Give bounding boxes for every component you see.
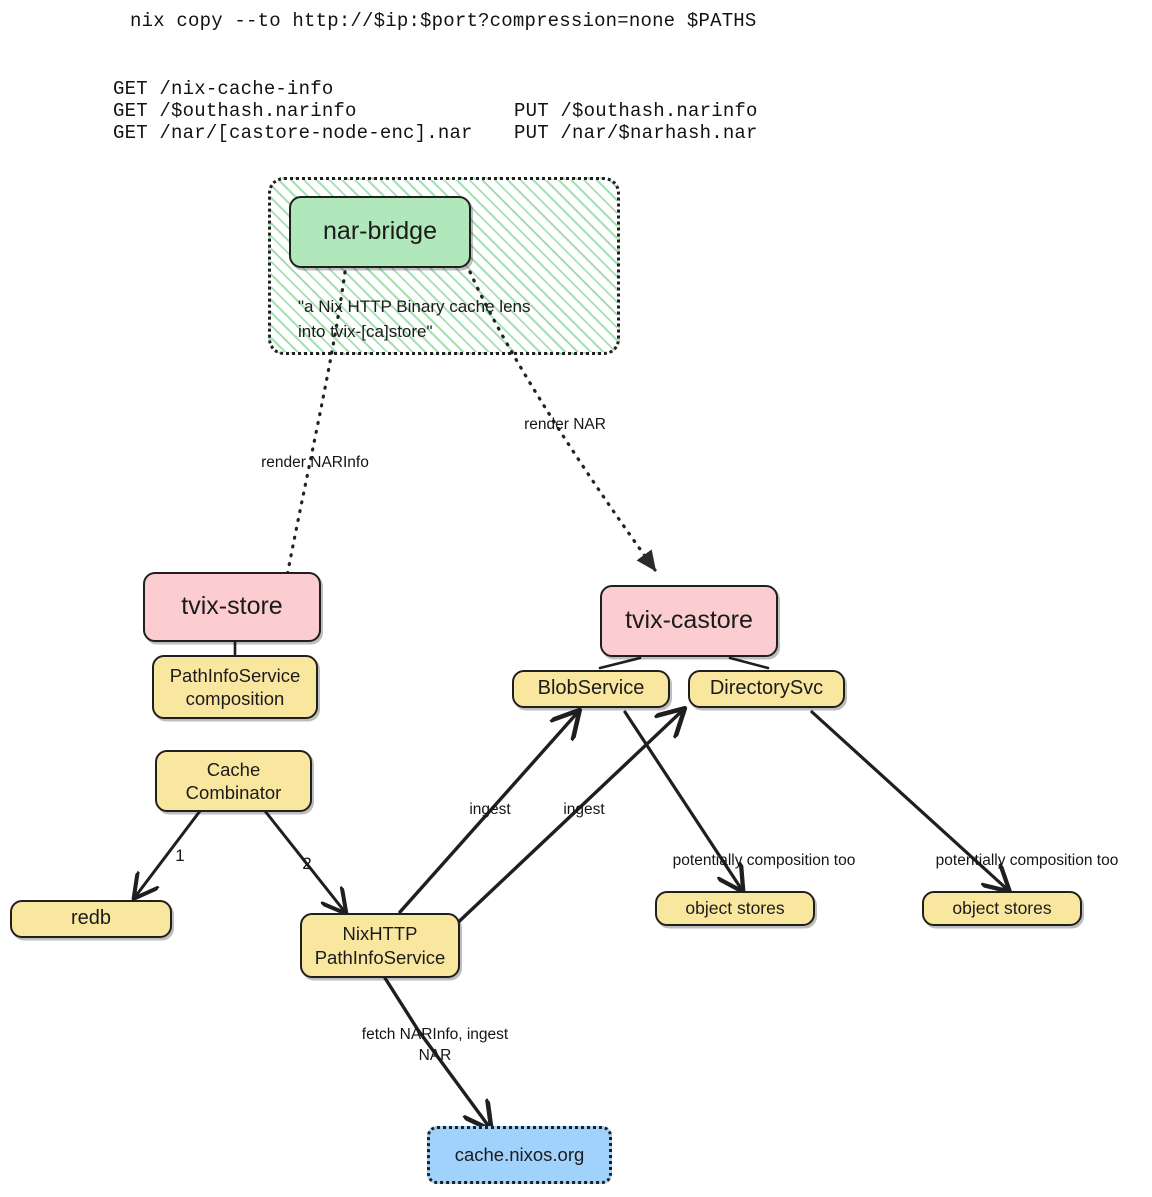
edge-label-potentially-composition-left: potentially composition too <box>672 852 856 869</box>
node-object-stores-left[interactable]: object stores <box>655 891 815 926</box>
node-blobservice[interactable]: BlobService <box>512 670 670 708</box>
node-nixhttp-pathinfoservice[interactable]: NixHTTP PathInfoService <box>300 913 460 978</box>
nar-bridge-group-caption: "a Nix HTTP Binary cache lens into tvix-… <box>298 297 531 341</box>
route-put-1: PUT /$outhash.narinfo <box>514 100 758 122</box>
edge-label-two: 2 <box>302 854 312 873</box>
node-tvix-castore[interactable]: tvix-castore <box>600 585 778 657</box>
edge-label-ingest-directory: ingest <box>563 801 605 818</box>
edge-label-fetch-narinfo: fetch NARInfo, ingest NAR <box>361 1026 509 1064</box>
edge-label-ingest-blob: ingest <box>469 801 511 818</box>
route-get-2: GET /nar/[castore-node-enc].nar <box>113 122 473 144</box>
edge-label-one: 1 <box>175 846 185 865</box>
node-directorysvc[interactable]: DirectorySvc <box>688 670 845 708</box>
edge-label-render-narinfo: render NARInfo <box>261 454 369 471</box>
edge-label-potentially-composition-right: potentially composition too <box>935 852 1119 869</box>
edge-cachecombinator-to-redb <box>135 809 202 897</box>
route-get-0: GET /nix-cache-info <box>113 78 334 100</box>
node-pathinfoservice-composition[interactable]: PathInfoService composition <box>152 655 318 719</box>
route-put-2: PUT /nar/$narhash.nar <box>514 122 758 144</box>
edge-label-render-nar: render NAR <box>524 416 606 433</box>
route-get-1: GET /$outhash.narinfo <box>113 100 357 122</box>
nix-copy-command: nix copy --to http://$ip:$port?compressi… <box>130 10 757 32</box>
edge-tvixcastore-to-directorysvc <box>728 656 770 670</box>
node-nar-bridge[interactable]: nar-bridge <box>289 196 471 268</box>
edge-tvixcastore-to-blobservice <box>598 656 642 670</box>
node-cache-nixos-org[interactable]: cache.nixos.org <box>427 1126 612 1184</box>
node-tvix-store[interactable]: tvix-store <box>143 572 321 642</box>
node-object-stores-right[interactable]: object stores <box>922 891 1082 926</box>
node-cache-combinator[interactable]: Cache Combinator <box>155 750 312 812</box>
node-redb[interactable]: redb <box>10 900 172 938</box>
